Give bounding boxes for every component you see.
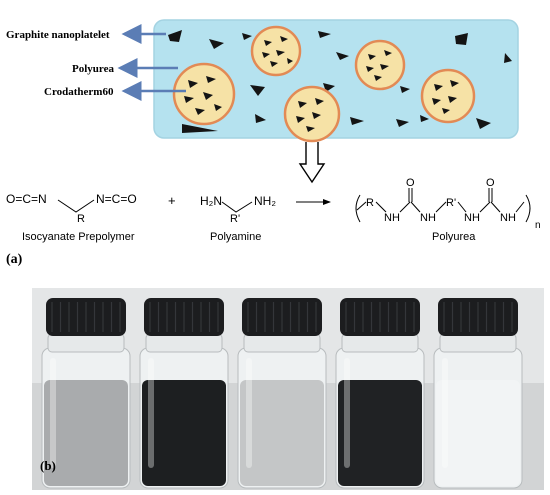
jars bbox=[41, 298, 523, 489]
jar bbox=[237, 298, 327, 489]
graphite-flakes bbox=[168, 30, 512, 133]
graphite-flake bbox=[504, 53, 512, 63]
graphite-flake bbox=[318, 31, 331, 38]
schematic-diagram: Graphite nanoplatelet Polyurea Crodather… bbox=[6, 19, 541, 267]
product-o-1: O bbox=[406, 177, 415, 189]
isocyanate-r: R bbox=[77, 213, 85, 225]
graphite-flake bbox=[182, 124, 218, 133]
jar bbox=[139, 298, 229, 489]
product-r: R bbox=[366, 197, 374, 209]
graphite-flake bbox=[400, 86, 410, 93]
graphite-flake bbox=[336, 52, 349, 60]
product-nh-1: NH bbox=[384, 212, 400, 224]
amine-nh2: NH₂ bbox=[254, 194, 276, 208]
panel-a-label: (a) bbox=[6, 252, 23, 267]
polyurea-label: Polyurea bbox=[72, 63, 114, 75]
product-nh-4: NH bbox=[500, 212, 516, 224]
graphite-flake bbox=[242, 33, 252, 40]
plus-sign: + bbox=[168, 193, 176, 208]
amine-r: R' bbox=[230, 213, 240, 225]
panel-b-label: (b) bbox=[40, 458, 56, 473]
capsule bbox=[420, 68, 476, 124]
panel-b-photo: (b) bbox=[32, 288, 544, 490]
graphite-label: Graphite nanoplatelet bbox=[6, 29, 110, 41]
isocyanate-name: Isocyanate Prepolymer bbox=[22, 231, 135, 243]
product-n: n bbox=[535, 220, 541, 231]
graphite-flake bbox=[396, 119, 409, 127]
crodatherm-label: Crodatherm60 bbox=[44, 86, 114, 98]
polyamine-name: Polyamine bbox=[210, 231, 261, 243]
capsule bbox=[283, 85, 341, 143]
graphite-flake bbox=[420, 115, 429, 122]
graphite-flake bbox=[255, 114, 266, 123]
polyamine-structure: H₂N R' NH₂ bbox=[200, 194, 276, 225]
isocyanate-right-group: N=C=O bbox=[96, 192, 137, 206]
graphite-flake bbox=[168, 30, 182, 42]
capsule bbox=[172, 62, 236, 126]
capsule bbox=[250, 25, 302, 77]
jar-photo bbox=[32, 288, 544, 490]
amine-h2n: H₂N bbox=[200, 194, 222, 208]
panel-a: Graphite nanoplatelet Polyurea Crodather… bbox=[6, 19, 541, 267]
graphite-flake bbox=[209, 39, 224, 49]
isocyanate-left-group: O=C=N bbox=[6, 192, 47, 206]
graphite-flake bbox=[250, 85, 265, 96]
capsule bbox=[354, 39, 406, 91]
process-arrow bbox=[298, 142, 326, 184]
product-r-prime: R' bbox=[446, 197, 456, 209]
jar bbox=[433, 298, 523, 489]
polyurea-structure: R NH O NH R' NH O NH bbox=[355, 177, 541, 231]
product-o-2: O bbox=[486, 177, 495, 189]
jar bbox=[41, 298, 131, 489]
jar bbox=[335, 298, 425, 489]
product-nh-2: NH bbox=[420, 212, 436, 224]
polyurea-name: Polyurea bbox=[432, 231, 476, 243]
capsules bbox=[172, 25, 476, 143]
isocyanate-structure: O=C=N R N=C=O bbox=[6, 192, 137, 225]
graphite-flake bbox=[350, 117, 364, 125]
graphite-flake bbox=[476, 118, 491, 129]
product-nh-3: NH bbox=[464, 212, 480, 224]
graphite-flake bbox=[455, 33, 468, 45]
